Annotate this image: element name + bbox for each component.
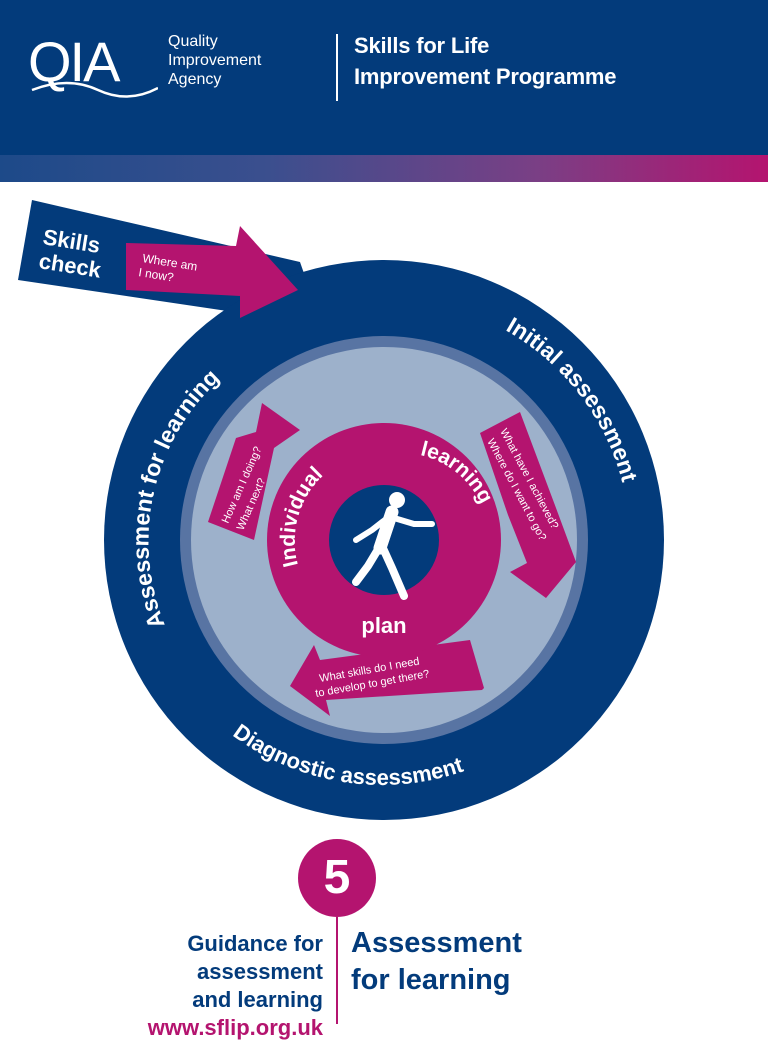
programme-title-line: Skills for Life [354, 33, 490, 58]
header-banner: QIA Quality Improvement Agency Skills fo… [0, 0, 768, 155]
what-skills-arrow [290, 640, 484, 716]
walking-person-icon [352, 492, 435, 600]
booklet-title-line: for learning [351, 964, 511, 996]
booklet-divider [336, 917, 338, 1024]
booklet-title-line: Assessment [351, 927, 522, 959]
what-have-i-achieved-arrow [480, 412, 576, 598]
assessment-cycle-diagram: Where am I now? Skills check Assessment … [18, 200, 664, 820]
guidance-line: and learning [192, 987, 323, 1012]
gradient-strip [0, 155, 768, 182]
booklet-number-badge: 5 [298, 839, 376, 917]
where-am-i-arrow [126, 226, 298, 318]
where-am-i-line: I now? [138, 265, 175, 284]
booklet-title: Assessment for learning [351, 925, 522, 999]
guidance-text: Guidance for assessment and learning www… [148, 930, 323, 1042]
how-am-i-doing-arrow [208, 403, 300, 540]
qia-logo: QIA [28, 28, 158, 103]
logo-swoosh-icon [31, 81, 158, 98]
org-name-line: Agency [168, 71, 222, 88]
guidance-line: assessment [197, 959, 323, 984]
programme-title-line: Improvement Programme [354, 64, 617, 89]
org-name: Quality Improvement Agency [168, 32, 261, 89]
website-link[interactable]: www.sflip.org.uk [147, 1015, 323, 1040]
org-name-line: Quality [168, 33, 218, 50]
guidance-line: Guidance for [187, 931, 323, 956]
header-divider [336, 34, 338, 101]
ilp-plan-label: plan [361, 613, 406, 638]
org-name-line: Improvement [168, 52, 262, 69]
programme-title: Skills for Life Improvement Programme [354, 30, 617, 92]
